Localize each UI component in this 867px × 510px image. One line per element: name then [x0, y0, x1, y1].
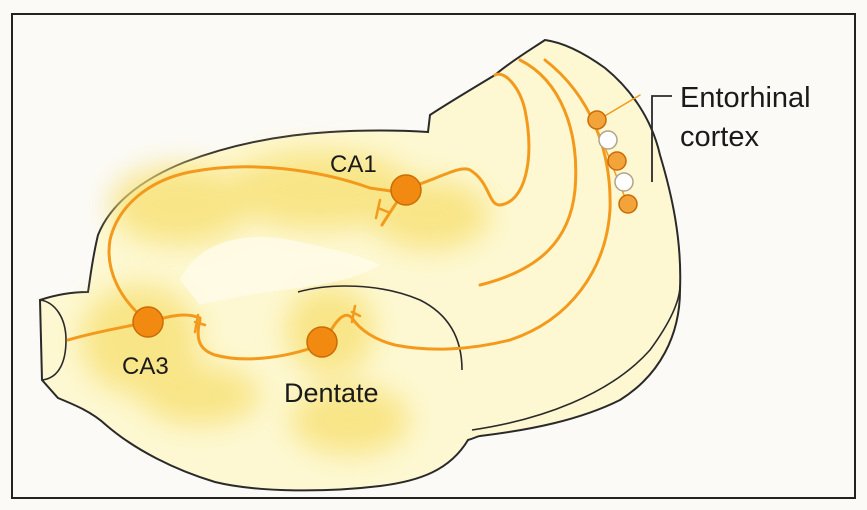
entorhinal-cell-filled [588, 111, 606, 129]
entorhinal-cell-hollow [599, 131, 617, 149]
label-entorhinal-line2: cortex [680, 123, 759, 152]
entorhinal-cell-filled [619, 195, 637, 213]
label-ca3: CA3 [122, 355, 169, 379]
ca1-neuron [391, 175, 421, 205]
entorhinal-cell-filled [608, 152, 626, 170]
dentate-neuron [307, 327, 337, 357]
entorhinal-cell-hollow [615, 173, 633, 191]
label-ca1: CA1 [330, 153, 377, 177]
label-dentate: Dentate [284, 380, 379, 407]
ca3-neuron [133, 307, 163, 337]
label-entorhinal-line1: Entorhinal [680, 84, 811, 113]
